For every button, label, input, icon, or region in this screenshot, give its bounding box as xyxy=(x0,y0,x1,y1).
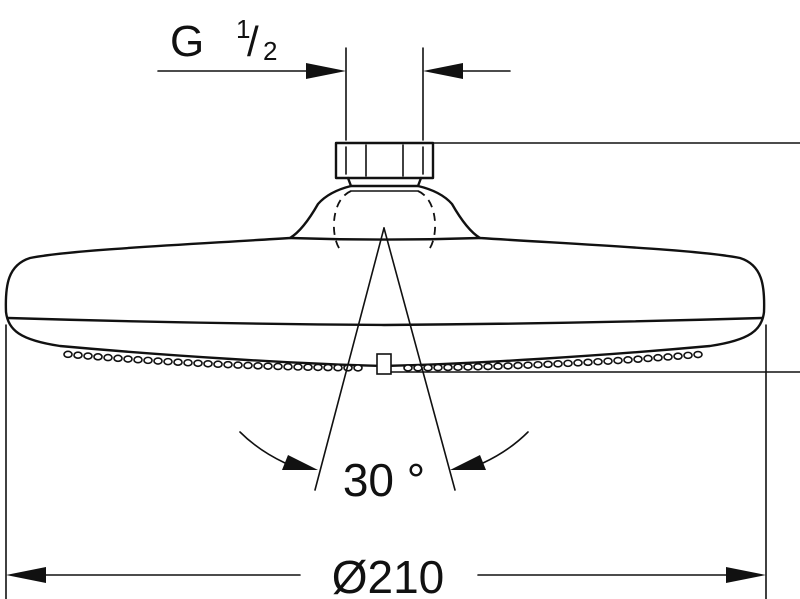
spray-nozzle xyxy=(263,362,273,370)
spray-nozzle xyxy=(283,362,293,371)
spray-nozzle xyxy=(593,357,603,366)
spray-nozzle xyxy=(163,357,173,366)
spray-nozzle xyxy=(403,364,413,372)
spray-nozzle xyxy=(603,357,613,365)
spray-nozzle xyxy=(613,356,623,365)
spray-nozzle xyxy=(553,360,563,368)
shower-head-top-edge xyxy=(288,236,482,241)
centre-nozzle xyxy=(376,353,800,375)
thread-arrow-left xyxy=(306,63,346,79)
spray-nozzle xyxy=(503,362,513,370)
spray-nozzle xyxy=(623,356,633,364)
neck-hidden-left xyxy=(333,190,352,253)
spray-nozzle xyxy=(213,360,223,369)
angle-label: 30 ° xyxy=(343,454,425,506)
spray-nozzle xyxy=(133,355,143,364)
diameter-label: Ø210 xyxy=(332,551,445,599)
spray-nozzles xyxy=(63,350,703,372)
spray-nozzle xyxy=(243,361,253,370)
spray-nozzle xyxy=(293,363,303,371)
spray-nozzle xyxy=(83,352,93,360)
spray-nozzle xyxy=(313,363,323,372)
spray-nozzle xyxy=(93,353,103,361)
spray-nozzle xyxy=(73,351,83,359)
spray-nozzle xyxy=(453,363,463,372)
shower-head-seam xyxy=(6,316,764,327)
spray-nozzle xyxy=(143,356,153,365)
spray-nozzle xyxy=(543,360,553,369)
thread-label-numerator: 1 xyxy=(236,14,250,44)
angle-arc-left xyxy=(239,431,286,464)
spray-cone-line-left xyxy=(314,227,385,491)
thread-label-denominator: 2 xyxy=(263,36,277,66)
spray-nozzle xyxy=(583,358,593,367)
spray-nozzle xyxy=(253,362,263,370)
connection-nut xyxy=(334,141,800,192)
nut-collar xyxy=(346,176,423,188)
spray-nozzle xyxy=(173,358,183,366)
thread-label-slash: / xyxy=(247,18,259,65)
spray-nozzle xyxy=(673,352,683,360)
angle-arc-right xyxy=(482,431,529,464)
spray-nozzle xyxy=(693,350,703,359)
spray-nozzle xyxy=(483,362,493,371)
spray-nozzle xyxy=(123,355,133,363)
spray-nozzle xyxy=(423,363,433,372)
spray-nozzle xyxy=(633,355,643,363)
centre-nozzle-body xyxy=(376,353,392,375)
spray-nozzle xyxy=(683,351,693,360)
spray-angle: 30 ° xyxy=(239,227,529,506)
spray-cone-line-right xyxy=(383,227,456,491)
spray-nozzle xyxy=(353,364,363,372)
spray-nozzle xyxy=(463,363,473,371)
spray-nozzle xyxy=(323,363,333,372)
spray-nozzle xyxy=(303,363,313,372)
spray-nozzle xyxy=(233,361,243,369)
spray-nozzle xyxy=(573,359,583,367)
spray-nozzle xyxy=(643,354,653,363)
spray-nozzle xyxy=(103,353,113,362)
spray-nozzle xyxy=(473,362,483,371)
diameter-arrow-right xyxy=(726,567,766,583)
spray-nozzle xyxy=(203,359,213,368)
diameter-dimension: Ø210 xyxy=(5,324,767,599)
spray-nozzle xyxy=(113,354,123,363)
spray-nozzle xyxy=(333,363,343,372)
spray-nozzle xyxy=(563,359,573,368)
spray-nozzle xyxy=(183,358,193,367)
angle-arrow-left xyxy=(282,455,318,470)
diameter-arrow-left xyxy=(6,567,46,583)
spray-nozzle xyxy=(653,353,663,362)
spray-nozzle xyxy=(433,363,443,372)
neck-hidden-right xyxy=(417,190,436,253)
thread-dimension: G 1 / 2 xyxy=(157,14,511,141)
spray-nozzle xyxy=(513,361,523,370)
spray-nozzle xyxy=(523,361,533,369)
nut-body xyxy=(334,141,435,180)
angle-arrow-right xyxy=(450,455,486,470)
thread-label-letter: G xyxy=(170,17,204,66)
spray-nozzle xyxy=(63,350,73,359)
spray-nozzle xyxy=(273,362,283,371)
spray-nozzle xyxy=(443,363,453,372)
spray-nozzle xyxy=(663,353,673,361)
spray-nozzle xyxy=(153,357,163,365)
shower-head-outline xyxy=(4,184,766,368)
neck-hidden-outline xyxy=(333,190,436,253)
spray-nozzle xyxy=(533,360,543,369)
spray-nozzle xyxy=(493,362,503,371)
spray-nozzle xyxy=(223,360,233,369)
shower-head-body xyxy=(4,184,766,368)
spray-nozzle xyxy=(193,359,203,368)
thread-arrow-right xyxy=(423,63,463,79)
